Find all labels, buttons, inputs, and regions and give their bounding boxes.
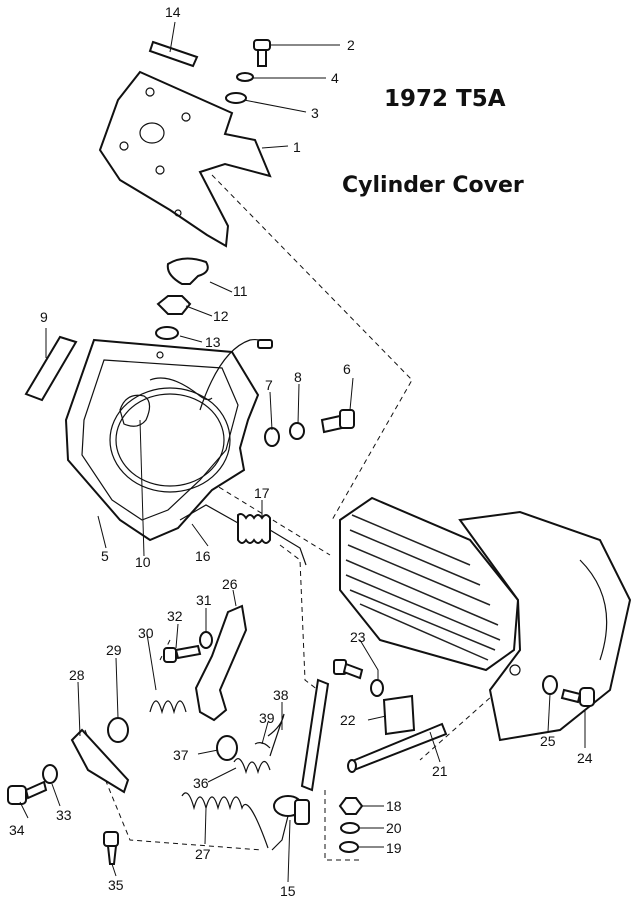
callout-24: 24 <box>577 750 593 766</box>
bracket-26-part <box>194 604 248 722</box>
washer-19-part <box>339 841 359 853</box>
flat-washer-part <box>225 92 247 104</box>
callout-39: 39 <box>259 710 275 726</box>
callout-22: 22 <box>340 712 356 728</box>
washer-13-part <box>155 326 179 340</box>
clip-38-part <box>267 713 285 757</box>
callout-26: 26 <box>222 576 238 592</box>
leader-lines <box>19 21 586 883</box>
callout-28: 28 <box>69 667 85 683</box>
spring-30-part <box>149 700 187 715</box>
gasket-9-part <box>24 335 78 402</box>
washer-23-part <box>370 679 384 697</box>
bushing-37-part <box>216 735 238 761</box>
screw-23-part <box>333 659 364 680</box>
washer-25-part <box>542 675 558 695</box>
callout-20: 20 <box>386 820 402 836</box>
cylinder-cover-shroud-part <box>98 70 272 248</box>
spring-36-part <box>233 758 271 775</box>
callout-18: 18 <box>386 798 402 814</box>
callout-29: 29 <box>106 642 122 658</box>
callout-10: 10 <box>135 554 151 570</box>
callout-27: 27 <box>195 846 211 862</box>
washer-20-part <box>340 822 360 834</box>
callout-30: 30 <box>138 625 154 641</box>
blower-housing-part <box>64 338 273 542</box>
screw-34-part <box>7 780 48 805</box>
callout-3: 3 <box>311 105 319 121</box>
callout-7: 7 <box>265 377 273 393</box>
washer-7-part <box>264 427 280 447</box>
callout-19: 19 <box>386 840 402 856</box>
washer-31-part <box>199 631 213 649</box>
callout-9: 9 <box>40 309 48 325</box>
callout-4: 4 <box>331 70 339 86</box>
lock-washer-part <box>236 72 254 82</box>
callout-12: 12 <box>213 308 229 324</box>
spring-16-17-part <box>179 504 307 566</box>
callout-36: 36 <box>193 775 209 791</box>
nut-18-part <box>338 797 364 815</box>
diagram-model-title: 1972 T5A <box>384 86 506 112</box>
callout-33: 33 <box>56 807 72 823</box>
diagram-part-title: Cylinder Cover <box>342 173 524 198</box>
callout-16: 16 <box>195 548 211 564</box>
callout-31: 31 <box>196 592 212 608</box>
callout-numbers: 14 2 4 3 1 11 12 13 9 6 7 8 17 16 5 10 2… <box>9 4 593 899</box>
screw-35-part <box>103 831 119 865</box>
screw-6-part <box>320 409 355 434</box>
callout-2: 2 <box>347 37 355 53</box>
callout-14: 14 <box>165 4 181 20</box>
bushing-29-part <box>107 717 129 743</box>
callout-8: 8 <box>294 369 302 385</box>
engine-cylinder <box>339 496 632 742</box>
callout-35: 35 <box>108 877 124 893</box>
screw-32-part <box>163 644 202 663</box>
callout-6: 6 <box>343 361 351 377</box>
callout-34: 34 <box>9 822 25 838</box>
callout-32: 32 <box>167 608 183 624</box>
callout-38: 38 <box>273 687 289 703</box>
hex-nut-part <box>156 295 192 315</box>
lever-15-part <box>271 678 330 851</box>
bracket-22-part <box>382 694 416 736</box>
callout-13: 13 <box>205 334 221 350</box>
callout-17: 17 <box>254 485 270 501</box>
callout-37: 37 <box>173 747 189 763</box>
shaft-21-part <box>347 722 448 773</box>
screw-24-part <box>560 687 595 707</box>
callout-1: 1 <box>293 139 301 155</box>
washer-8-part <box>289 422 305 440</box>
callout-23: 23 <box>350 629 366 645</box>
gasket-strip-part <box>148 40 199 68</box>
knob-part <box>166 257 209 285</box>
callout-15: 15 <box>280 883 296 899</box>
cover-screw-part <box>253 39 271 67</box>
washer-33-part <box>42 764 58 784</box>
callout-21: 21 <box>432 763 448 779</box>
spring-27-part <box>181 792 269 849</box>
callout-25: 25 <box>540 733 556 749</box>
callout-11: 11 <box>233 283 248 299</box>
callout-5: 5 <box>101 548 109 564</box>
